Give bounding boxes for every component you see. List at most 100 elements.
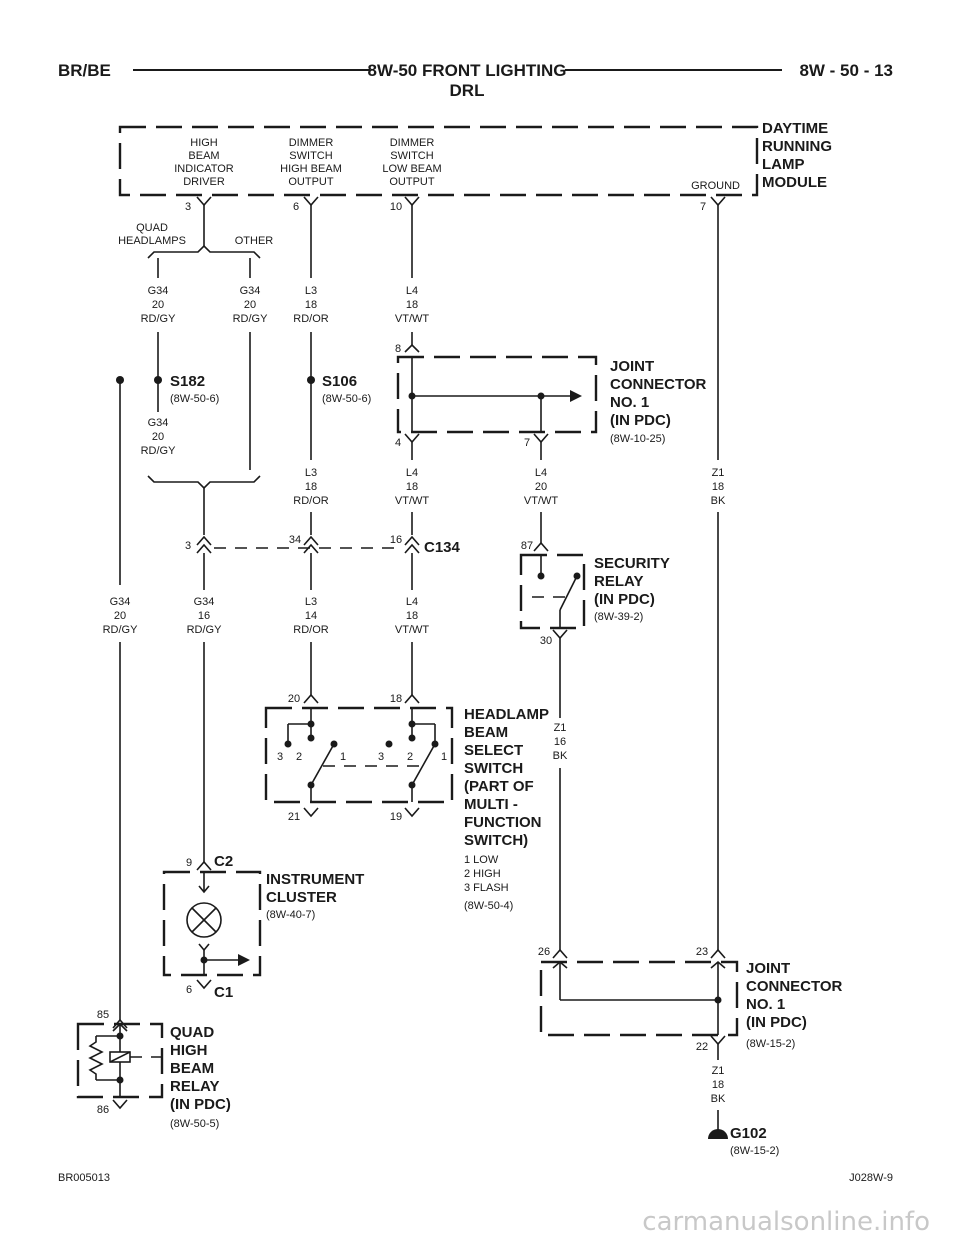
wire-label-z1-16-2: 16 bbox=[554, 736, 566, 748]
dimmer-low-label-2: SWITCH bbox=[390, 150, 433, 162]
jc-top-name-2: CONNECTOR bbox=[610, 376, 707, 393]
cluster-pin-9: 9 bbox=[186, 857, 192, 869]
hl-switch-right-pos3-dot bbox=[385, 740, 393, 748]
drl-pin-6-terminal bbox=[303, 196, 319, 207]
drl-module-name-3: LAMP bbox=[762, 156, 805, 173]
jc-bottom-name-3: NO. 1 bbox=[746, 996, 785, 1013]
cluster-pin-6-terminal bbox=[196, 979, 212, 990]
cluster-name-2: CLUSTER bbox=[266, 889, 337, 906]
wire-label-l3-b-2: 18 bbox=[305, 481, 317, 493]
splice-s106-name: S106 bbox=[322, 373, 357, 390]
footer-figure-id: BR005013 bbox=[58, 1172, 110, 1184]
quad-relay-ref: (8W-50-5) bbox=[170, 1118, 219, 1130]
wire-label-z1-a-2: 18 bbox=[712, 481, 724, 493]
wire-label-l4-b-2: 18 bbox=[406, 481, 418, 493]
hl-switch-name-5: (PART OF bbox=[464, 778, 534, 795]
splice-s182-name: S182 bbox=[170, 373, 205, 390]
joint-connector-top: 8 4 7 JOINT CONNECTOR NO. 1 (IN PDC) (8W… bbox=[395, 343, 707, 543]
quad-relay-pin-85: 85 bbox=[97, 1009, 109, 1021]
option-quad-2: HEADLAMPS bbox=[118, 235, 186, 247]
cluster-conn-c2: C2 bbox=[214, 853, 233, 870]
hl-switch-name-7: FUNCTION bbox=[464, 814, 542, 831]
c134-pin-3: 3 bbox=[185, 540, 191, 552]
option-merge-bracket bbox=[147, 475, 261, 490]
header-title: 8W-50 FRONT LIGHTING bbox=[368, 61, 567, 80]
mid-wires: G34 16 RD/GY L3 14 RD/OR L4 18 VT/WT bbox=[187, 553, 429, 862]
drl-pin-10: 10 bbox=[390, 201, 402, 213]
drl-module-name-1: DAYTIME bbox=[762, 120, 828, 137]
hl-switch-name-4: SWITCH bbox=[464, 760, 523, 777]
wire-label-z1-b-2: 18 bbox=[712, 1079, 724, 1091]
ground-g102-ref: (8W-15-2) bbox=[730, 1145, 779, 1157]
splice-s182-ref: (8W-50-6) bbox=[170, 393, 219, 405]
high-beam-indicator-lamp-icon bbox=[186, 902, 222, 938]
cluster-pin-6: 6 bbox=[186, 984, 192, 996]
drl-pin-6: 6 bbox=[293, 201, 299, 213]
jc-top-bus-arrow bbox=[570, 390, 582, 402]
hl-switch-pin-19: 19 bbox=[390, 811, 402, 823]
hl-switch-box bbox=[264, 706, 454, 804]
wire-label-l3-14-1: L3 bbox=[305, 596, 317, 608]
jc-top-bus-dot-1 bbox=[408, 392, 416, 400]
dimmer-low-label-3: LOW BEAM bbox=[382, 163, 441, 175]
dimmer-high-label-1: DIMMER bbox=[289, 137, 334, 149]
wire-label-z1-b-1: Z1 bbox=[712, 1065, 725, 1077]
hl-switch-pos-1-left: 1 bbox=[340, 751, 346, 763]
wire-label-l3-b-3: RD/OR bbox=[293, 495, 329, 507]
security-relay-ref: (8W-39-2) bbox=[594, 611, 643, 623]
jc-top-ref: (8W-10-25) bbox=[610, 433, 665, 445]
quad-relay-pin-85-terminal bbox=[112, 1018, 128, 1029]
drl-pin-3-terminal bbox=[196, 196, 212, 207]
quad-relay-name-4: RELAY bbox=[170, 1078, 219, 1095]
jc-top-pin-4: 4 bbox=[395, 437, 401, 449]
jc-top-name-1: JOINT bbox=[610, 358, 654, 375]
wire-label-g34-d-3: RD/GY bbox=[103, 624, 139, 636]
dimmer-low-label-1: DIMMER bbox=[390, 137, 435, 149]
wire-label-l4-b-3: VT/WT bbox=[395, 495, 429, 507]
wire-label-l4-c-2: 18 bbox=[406, 610, 418, 622]
cluster-bulb-terminal-top bbox=[198, 885, 210, 894]
dimmer-high-label-2: SWITCH bbox=[289, 150, 332, 162]
connector-c134: 3 34 16 C134 bbox=[185, 534, 461, 556]
splice-s106-dot bbox=[307, 376, 315, 384]
ground-g102-name: G102 bbox=[730, 1125, 767, 1142]
ground-label: GROUND bbox=[691, 180, 740, 192]
jc-bottom-pin-26-terminal bbox=[552, 948, 568, 959]
wire-label-l3-a-1: L3 bbox=[305, 285, 317, 297]
hl-switch-name-6: MULTI - bbox=[464, 796, 518, 813]
wire-label-l4-20-3: VT/WT bbox=[524, 495, 558, 507]
wire-label-g34-c-2: 20 bbox=[152, 431, 164, 443]
wire-label-z1-16-1: Z1 bbox=[554, 722, 567, 734]
quad-relay-pin-86: 86 bbox=[97, 1104, 109, 1116]
jc-bottom-pin-23-terminal bbox=[710, 948, 726, 959]
hb-indicator-label-2: BEAM bbox=[188, 150, 219, 162]
security-relay-pin-87-terminal bbox=[533, 541, 549, 552]
jc-top-pin-7-terminal bbox=[533, 433, 549, 444]
quad-relay-name-2: HIGH bbox=[170, 1042, 208, 1059]
drl-module-name-2: RUNNING bbox=[762, 138, 832, 155]
hl-switch-right-pos2-dot bbox=[408, 734, 416, 742]
wire-label-z1-16-3: BK bbox=[553, 750, 568, 762]
wire-label-l3-14-3: RD/OR bbox=[293, 624, 329, 636]
splice-s106-ref: (8W-50-6) bbox=[322, 393, 371, 405]
hl-switch-pin-18: 18 bbox=[390, 693, 402, 705]
security-relay-pin-30: 30 bbox=[540, 635, 552, 647]
cluster-name-1: INSTRUMENT bbox=[266, 871, 364, 888]
hl-switch-pin-21-terminal bbox=[303, 807, 319, 818]
wire-label-g34-16-3: RD/GY bbox=[187, 624, 223, 636]
c134-pin-34: 34 bbox=[289, 534, 301, 546]
wire-label-g34-c-1: G34 bbox=[148, 417, 169, 429]
page-header: BR/BE 8W-50 FRONT LIGHTING DRL 8W - 50 -… bbox=[58, 61, 893, 100]
wire-label-l4-a-2: 18 bbox=[406, 299, 418, 311]
wire-label-z1-a-1: Z1 bbox=[712, 467, 725, 479]
hl-switch-name-2: BEAM bbox=[464, 724, 508, 741]
security-relay-blade-dot bbox=[573, 572, 581, 580]
quad-relay-resistor-icon bbox=[88, 1036, 104, 1080]
c134-name: C134 bbox=[424, 539, 461, 556]
option-branch: QUAD HEADLAMPS OTHER G34 20 RD/GY G34 20… bbox=[103, 205, 273, 1020]
wire-label-g34-d-1: G34 bbox=[110, 596, 131, 608]
upper-wires: L3 18 RD/OR S106 (8W-50-6) L3 18 RD/OR L… bbox=[293, 205, 726, 950]
instrument-cluster: 9 C2 6 C1 INSTRUMENT CLUSTER (8W-40-7) bbox=[162, 853, 364, 1001]
jc-bottom-ref: (8W-15-2) bbox=[746, 1038, 795, 1050]
